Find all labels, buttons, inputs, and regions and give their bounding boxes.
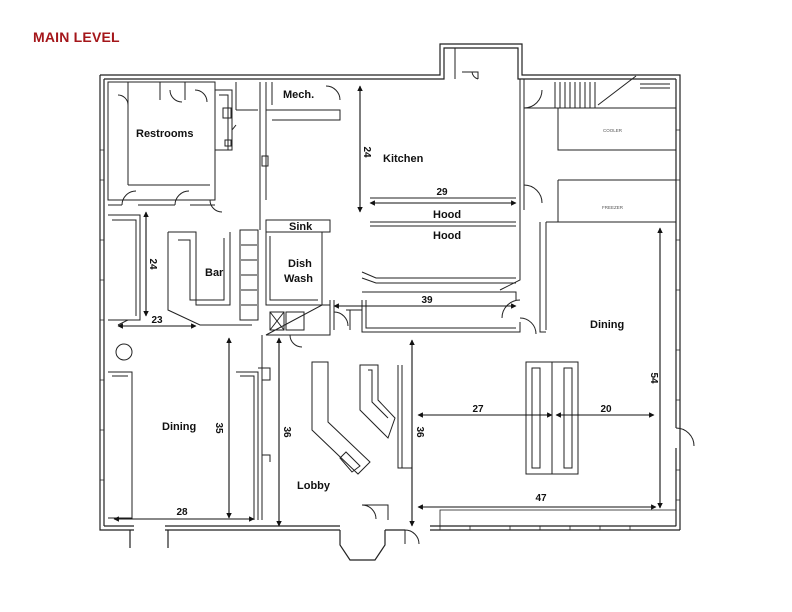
dim-label-28: 28 [176,507,188,518]
room-label-mech: Mech. [283,89,314,101]
dim-label-36-right: 36 [414,426,425,438]
room-label-wash: Wash [284,273,313,285]
room-label-bar: Bar [205,267,224,279]
exterior-walls [99,43,681,561]
dim-label-39: 39 [421,295,433,306]
dim-label-27: 27 [472,404,484,415]
room-label-hood-2: Hood [433,230,461,242]
room-label-hood-1: Hood [433,209,461,221]
dim-label-23: 23 [151,315,163,326]
dim-label-54: 54 [648,372,659,384]
room-label-dining-left: Dining [162,421,196,433]
window-marks [100,129,680,530]
lobby-furniture [311,361,420,545]
restrooms-walls [107,81,233,213]
dim-label-35: 35 [213,422,224,434]
dimension-lines [113,85,663,527]
room-label-kitchen: Kitchen [383,153,424,165]
room-label-sink: Sink [289,221,313,233]
kitchen-walls [361,48,525,300]
room-label-dining-right: Dining [590,319,624,331]
dim-label-24-kitchen: 24 [361,146,372,158]
room-label-cooler: COOLER [603,128,623,133]
dim-label-29: 29 [436,187,448,198]
mech-walls [231,82,341,230]
room-label-lobby: Lobby [297,480,331,492]
cooler-freezer [523,75,676,222]
corridor-walls [346,221,676,335]
room-label-dish: Dish [288,258,312,270]
page-title: MAIN LEVEL [33,29,120,45]
bar-walls [108,214,259,326]
dim-label-20: 20 [600,404,612,415]
dim-label-47: 47 [535,493,547,504]
dim-label-36-lobby: 36 [281,426,292,438]
room-label-freezer: FREEZER [602,205,624,210]
dining-right-furniture [525,361,695,475]
dining-left-walls [108,335,271,520]
dishwash-walls [265,219,349,348]
dim-label-24-bar: 24 [147,258,158,270]
room-label-restrooms: Restrooms [136,128,193,140]
